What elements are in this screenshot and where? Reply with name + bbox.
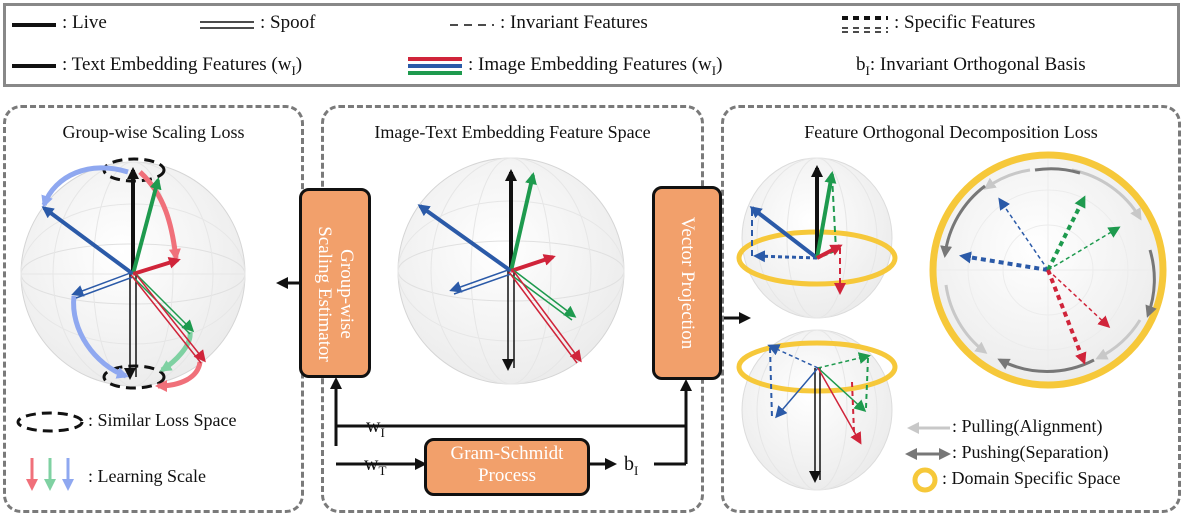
middle-vectors: [417, 169, 582, 371]
bi-flow-label: bI: [624, 453, 639, 478]
right-big-domain-ring: [929, 151, 1167, 389]
vector-projection-label: Vector Projection: [677, 216, 698, 350]
left-arc-red-bottom: [155, 361, 203, 392]
right-panel-title: Feature Orthogonal Decomposition Loss: [804, 122, 1098, 142]
similar-loss-label: : Similar Loss Space: [88, 410, 237, 430]
legend-basis-label: bI: Invariant Orthogonal Basis: [856, 54, 1086, 78]
legend-specific-label: : Specific Features: [894, 12, 1036, 33]
wi-flow-label: wI: [366, 415, 385, 440]
legend-image-embedding-label: : Image Embedding Features (wI): [468, 54, 723, 78]
legend-spoof-line: [200, 21, 254, 29]
right-big-arcs: [940, 167, 1157, 373]
right-bottom-sphere: [741, 329, 893, 491]
domain-space-icon: [912, 467, 938, 493]
right-bottom-domain-ring: [736, 340, 898, 394]
middle-panel-title: Image-Text Embedding Feature Space: [374, 122, 651, 142]
pushing-label: : Pushing(Separation): [952, 442, 1109, 462]
left-panel-title: Group-wise Scaling Loss: [62, 122, 245, 142]
legend-box: [3, 3, 1180, 87]
domain-space-label: : Domain Specific Space: [942, 468, 1121, 488]
wt-flow-label: wT: [364, 453, 387, 478]
legend-invariant-label: : Invariant Features: [500, 12, 648, 33]
scaling-estimator-label: Group-wise Scaling Estimator: [314, 226, 357, 362]
legend-specific-line: [842, 16, 888, 33]
right-top-vectors: [749, 165, 846, 295]
left-arc-red-top: [138, 170, 181, 261]
vector-projection-box: [652, 186, 722, 380]
right-panel: [721, 105, 1181, 513]
left-panel: [3, 105, 304, 513]
gram-schmidt-label: Gram-Schmidt Process: [450, 443, 564, 486]
right-bottom-vectors: [767, 344, 871, 483]
legend-image-embedding-line: [408, 57, 462, 75]
learning-scale-label: : Learning Scale: [88, 466, 206, 486]
right-big-vectors: [959, 195, 1121, 365]
gram-schmidt-box: [424, 438, 590, 496]
left-similar-loss-bottom: [102, 364, 166, 390]
flow-arrows: [276, 277, 751, 470]
left-arc-blue-top: [41, 165, 129, 208]
similar-loss-icon: [16, 411, 84, 433]
legend-text-embedding-label: : Text Embedding Features (wI): [62, 54, 303, 78]
legend-live-label: : Live: [62, 12, 107, 33]
learning-scale-icon: [26, 458, 74, 491]
left-arc-blue-bottom: [71, 295, 129, 379]
left-vectors: [41, 167, 206, 380]
pulling-label: : Pulling(Alignment): [952, 416, 1103, 436]
legend-spoof-label: : Spoof: [260, 12, 316, 33]
left-arc-green-bottom: [159, 331, 193, 373]
scaling-estimator-box: [299, 188, 371, 378]
